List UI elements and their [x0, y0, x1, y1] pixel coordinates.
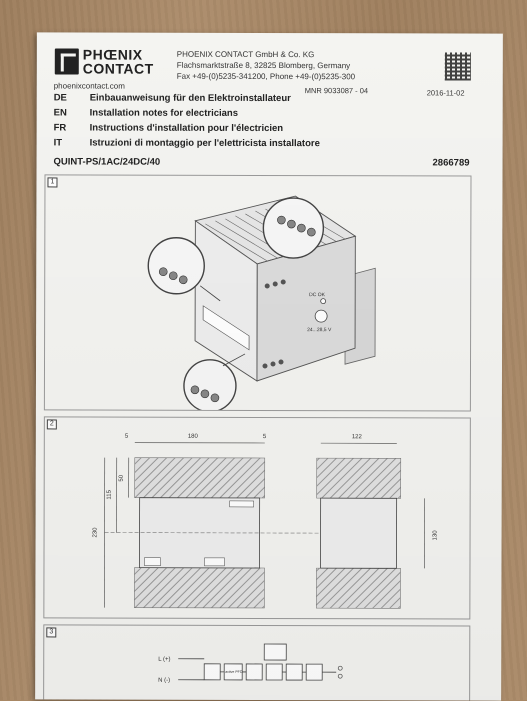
line-n-label: N (-)	[158, 678, 170, 684]
model-name: QUINT-PS/1AC/24DC/40	[54, 156, 161, 167]
figure-3-number: 3	[46, 627, 56, 637]
voltage-label: 24...28,5 V	[307, 327, 332, 333]
mnr-number: MNR 9033087 - 04	[305, 86, 368, 95]
instruction-sheet: PHŒNIX CONTACT PHOENIX CONTACT GmbH & Co…	[35, 32, 503, 700]
figure-2-number: 2	[47, 419, 57, 429]
qr-code-icon	[445, 52, 471, 80]
lang-code-en: EN	[54, 107, 67, 118]
company-block: PHOENIX CONTACT GmbH & Co. KG Flachsmark…	[177, 49, 355, 82]
lang-code-de: DE	[54, 92, 67, 103]
lang-title-fr: Instructions d'installation pour l'élect…	[90, 123, 284, 135]
phoenix-contact-logo: PHŒNIX CONTACT	[55, 46, 171, 76]
lang-code-fr: FR	[54, 122, 67, 133]
dim-122: 122	[352, 434, 363, 440]
dim-115: 115	[107, 489, 113, 499]
dim-130: 130	[433, 530, 439, 541]
logo-mark-icon	[55, 48, 79, 74]
lang-title-it: Istruzioni di montaggio per l'elettricis…	[90, 138, 320, 150]
figure-1-panel: 1 DC OK	[44, 174, 472, 411]
logo-word-2: CONTACT	[83, 63, 154, 76]
block-diagram: L (+) N (-) active PFC	[44, 625, 469, 700]
lang-code-it: IT	[54, 137, 62, 148]
company-address: Flachsmarktstraße 8, 32825 Blomberg, Ger…	[177, 60, 355, 71]
dim-50: 50	[119, 474, 125, 481]
figure-2-panel: 2 5 180 5 230 115	[43, 416, 471, 619]
company-name: PHOENIX CONTACT GmbH & Co. KG	[177, 49, 355, 60]
dimension-drawing: 5 180 5 230 115 50 122 130	[44, 417, 470, 618]
dc-ok-label: DC OK	[309, 292, 326, 298]
website: phoenixcontact.com	[54, 81, 125, 90]
dim-230: 230	[93, 527, 99, 538]
pfc-label: active PFC	[225, 670, 243, 674]
figure-1-number: 1	[47, 177, 57, 187]
lang-title-de: Einbauanweisung für den Elektroinstallat…	[90, 93, 291, 105]
line-l-label: L (+)	[158, 657, 170, 663]
dim-5-right: 5	[263, 434, 267, 440]
lang-title-en: Installation notes for electricians	[90, 108, 238, 119]
article-number: 2866789	[433, 157, 470, 168]
company-contact: Fax +49-(0)5235-341200, Phone +49-(0)523…	[177, 71, 355, 82]
dim-5-left: 5	[125, 434, 129, 440]
power-supply-illustration: DC OK 24...28,5 V	[45, 175, 471, 410]
dim-180: 180	[188, 434, 199, 440]
document-date: 2016-11-02	[427, 88, 465, 97]
figure-3-panel: 3 L (+) N (-) active PFC	[43, 624, 470, 700]
